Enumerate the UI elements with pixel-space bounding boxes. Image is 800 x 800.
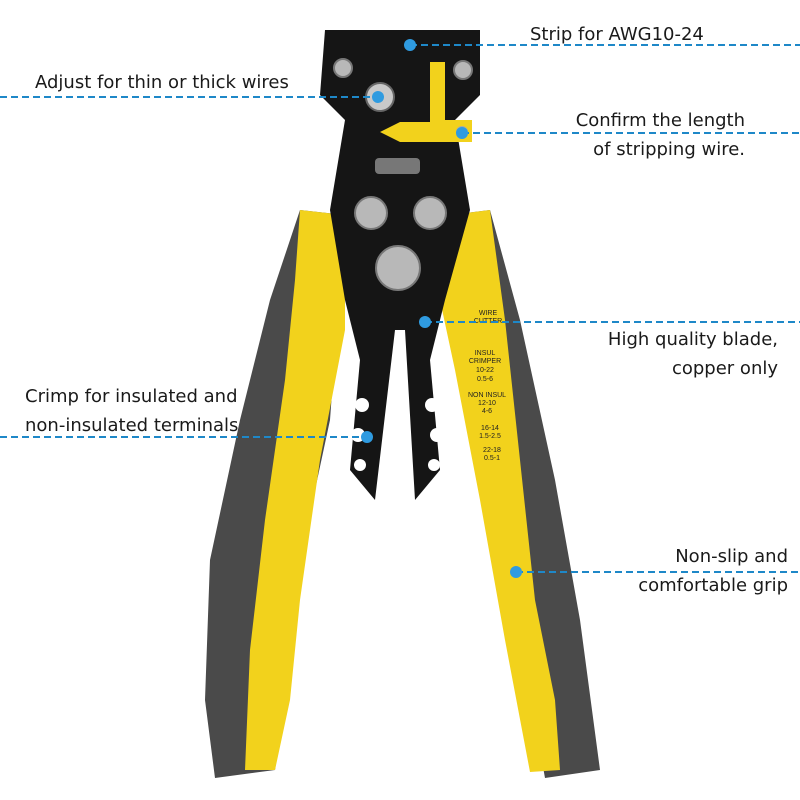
spring	[375, 158, 420, 174]
tool-markings: WIRE CUTTER INSUL CRIMPER 10-22 0.5-6 NO…	[468, 310, 506, 462]
marking-cutter-2: CUTTER	[474, 318, 502, 325]
rivets	[333, 58, 473, 291]
length-stop	[380, 62, 472, 142]
marking-size: 22-18	[483, 447, 501, 454]
marking-non-insul: 4-6	[482, 408, 492, 415]
label-blade: High quality blade,copper only	[607, 329, 778, 379]
marking-insul: 10-22	[476, 367, 494, 374]
label-strip: Strip for AWG10-24	[530, 24, 704, 45]
callout-dots	[361, 39, 522, 578]
marking-insul: 0.5-6	[477, 376, 493, 383]
marking-insul: CRIMPER	[469, 358, 501, 365]
marking-size: 16-14	[481, 425, 499, 432]
right-handle-yellow	[440, 210, 560, 772]
marking-insul: INSUL	[475, 350, 496, 357]
left-handle-yellow	[245, 210, 345, 770]
marking-non-insul: NON INSUL	[468, 392, 506, 399]
marking-non-insul: 12-10	[478, 400, 496, 407]
callout-lines	[0, 44, 800, 573]
marking-size: 0.5-1	[484, 455, 500, 462]
label-adjust: Adjust for thin or thick wires	[35, 72, 289, 93]
marking-cutter-1: WIRE	[479, 310, 498, 317]
marking-size: 1.5-2.5	[479, 433, 501, 440]
